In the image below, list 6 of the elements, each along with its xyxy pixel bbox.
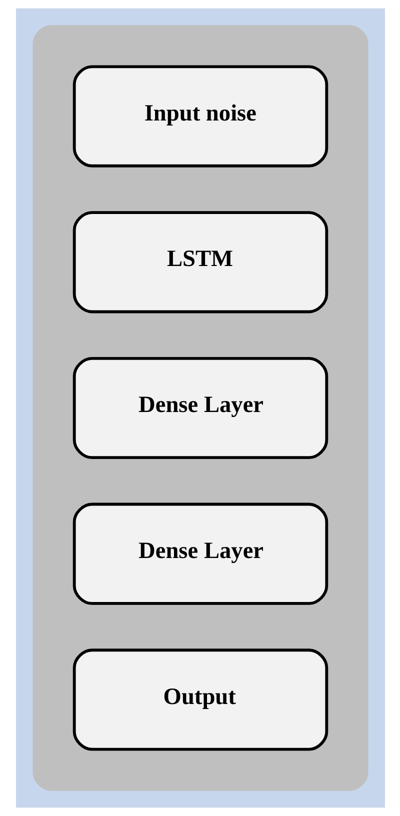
node-box: Output: [72, 648, 328, 751]
node-box: Input noise: [72, 65, 328, 168]
node-box: LSTM: [72, 211, 328, 314]
cluster: [32, 25, 368, 791]
node-box: Dense Layer: [72, 356, 328, 460]
node-box: Dense Layer: [72, 502, 328, 605]
